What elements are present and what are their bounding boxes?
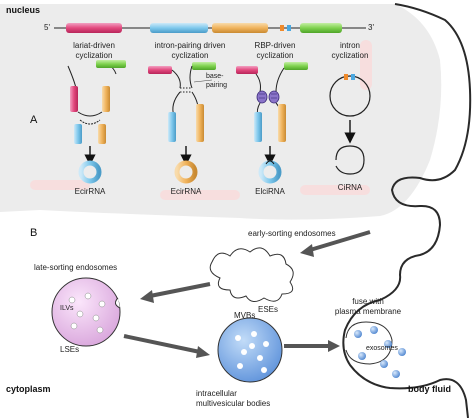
exosome-dots bbox=[354, 326, 406, 378]
marker-blue bbox=[287, 25, 291, 31]
early-endosome-label: early-sorting endosomes bbox=[248, 229, 336, 238]
mvb-desc-1: intracellular bbox=[196, 389, 237, 398]
decor-blob bbox=[360, 40, 372, 90]
exon-orange-fragment bbox=[278, 104, 286, 142]
base-pairing-label-1: base- bbox=[206, 73, 224, 80]
early-endosome-shape bbox=[209, 247, 294, 302]
panel-b-label: B bbox=[30, 227, 37, 239]
fuse-label-2: plasma membrane bbox=[335, 307, 402, 316]
rbp-label-2: cyclization bbox=[257, 51, 294, 60]
decor-blob bbox=[30, 180, 90, 190]
late-endosome-label: late-sorting endosomes bbox=[34, 263, 117, 272]
rbp-label-1: RBP-driven bbox=[255, 41, 296, 50]
exon-pink-fragment bbox=[148, 66, 172, 74]
intron-label-1: intron bbox=[340, 41, 360, 50]
fusing-vesicle bbox=[345, 321, 393, 365]
product-circle bbox=[174, 160, 198, 184]
arrow-to-ese bbox=[300, 230, 371, 257]
intron-label-2: cyclization bbox=[332, 51, 369, 60]
exon-blue-fragment bbox=[168, 112, 176, 142]
product-label-4: CiRNA bbox=[338, 183, 363, 192]
arrow-to-lse bbox=[140, 282, 211, 303]
mvb bbox=[217, 317, 283, 383]
exon-blue-fragment bbox=[254, 112, 262, 142]
pre-mrna: 5' 3' bbox=[44, 23, 374, 33]
exon-green-fragment bbox=[192, 62, 216, 70]
intron-pairing-label-2: cyclization bbox=[172, 51, 209, 60]
lariat-mechanism bbox=[67, 60, 126, 184]
product-label-1: EcirRNA bbox=[75, 187, 106, 196]
nucleus-region bbox=[0, 4, 442, 220]
exon-orange-fragment bbox=[102, 86, 110, 112]
exon-green-fragment bbox=[96, 60, 126, 68]
marker-orange bbox=[280, 25, 284, 31]
rbp-mechanism bbox=[236, 62, 308, 184]
cell-membrane bbox=[0, 3, 472, 418]
body-fluid-label: body fluid bbox=[408, 384, 451, 394]
product-circle bbox=[258, 160, 282, 184]
plasma-membrane bbox=[342, 3, 472, 418]
exosome-label: exosomes bbox=[366, 345, 398, 352]
ese-label: ESEs bbox=[258, 305, 278, 314]
mvb-dots bbox=[235, 331, 269, 373]
mvb-desc-2: multivesicular bodies bbox=[196, 399, 270, 408]
base-pairing-label-2: pairing bbox=[206, 82, 227, 89]
nucleus-label: nucleus bbox=[6, 5, 40, 15]
lse-label: LSEs bbox=[60, 345, 79, 354]
ilv-label: ILVs bbox=[60, 305, 74, 312]
five-prime-label: 5' bbox=[44, 23, 50, 32]
arrow-to-exosome bbox=[284, 340, 340, 352]
product-circle bbox=[335, 145, 365, 175]
cytoplasm-label: cytoplasm bbox=[6, 384, 51, 394]
panel-a-label: A bbox=[30, 114, 38, 126]
intron-pairing-mechanism: base- pairing bbox=[148, 62, 227, 184]
decor-blob bbox=[160, 190, 240, 200]
lariat-label-2: cyclization bbox=[76, 51, 113, 60]
marker-orange bbox=[344, 74, 348, 80]
decor-blob bbox=[300, 185, 370, 195]
exon-orange-fragment bbox=[196, 104, 204, 142]
exon-pink bbox=[66, 23, 122, 33]
intron-lariat-circle bbox=[329, 75, 371, 117]
arrow-to-mvb bbox=[123, 334, 210, 358]
exon-blue bbox=[150, 23, 208, 33]
fuse-label-1: fuse with bbox=[352, 297, 384, 306]
lariat-label-1: lariat-driven bbox=[73, 41, 115, 50]
mvb-label: MVBs bbox=[234, 311, 255, 320]
rbp-protein-icon bbox=[256, 90, 280, 104]
product-label-2: EcirRNA bbox=[171, 187, 202, 196]
exon-pink-fragment bbox=[70, 86, 78, 112]
exon-green bbox=[300, 23, 342, 33]
late-endosome bbox=[51, 277, 121, 347]
exon-blue-fragment bbox=[74, 124, 82, 144]
exon-orange bbox=[212, 23, 268, 33]
exon-orange-fragment bbox=[98, 124, 106, 144]
marker-blue bbox=[351, 74, 355, 80]
intron-mechanism bbox=[329, 74, 371, 175]
product-label-3: ElciRNA bbox=[255, 187, 285, 196]
exon-green-fragment bbox=[284, 62, 308, 70]
exon-pink-fragment bbox=[236, 66, 258, 74]
ilv-dots bbox=[68, 292, 106, 334]
intron-pairing-label-1: intron-pairing driven bbox=[155, 41, 226, 50]
three-prime-label: 3' bbox=[368, 23, 374, 32]
product-circle bbox=[78, 160, 102, 184]
